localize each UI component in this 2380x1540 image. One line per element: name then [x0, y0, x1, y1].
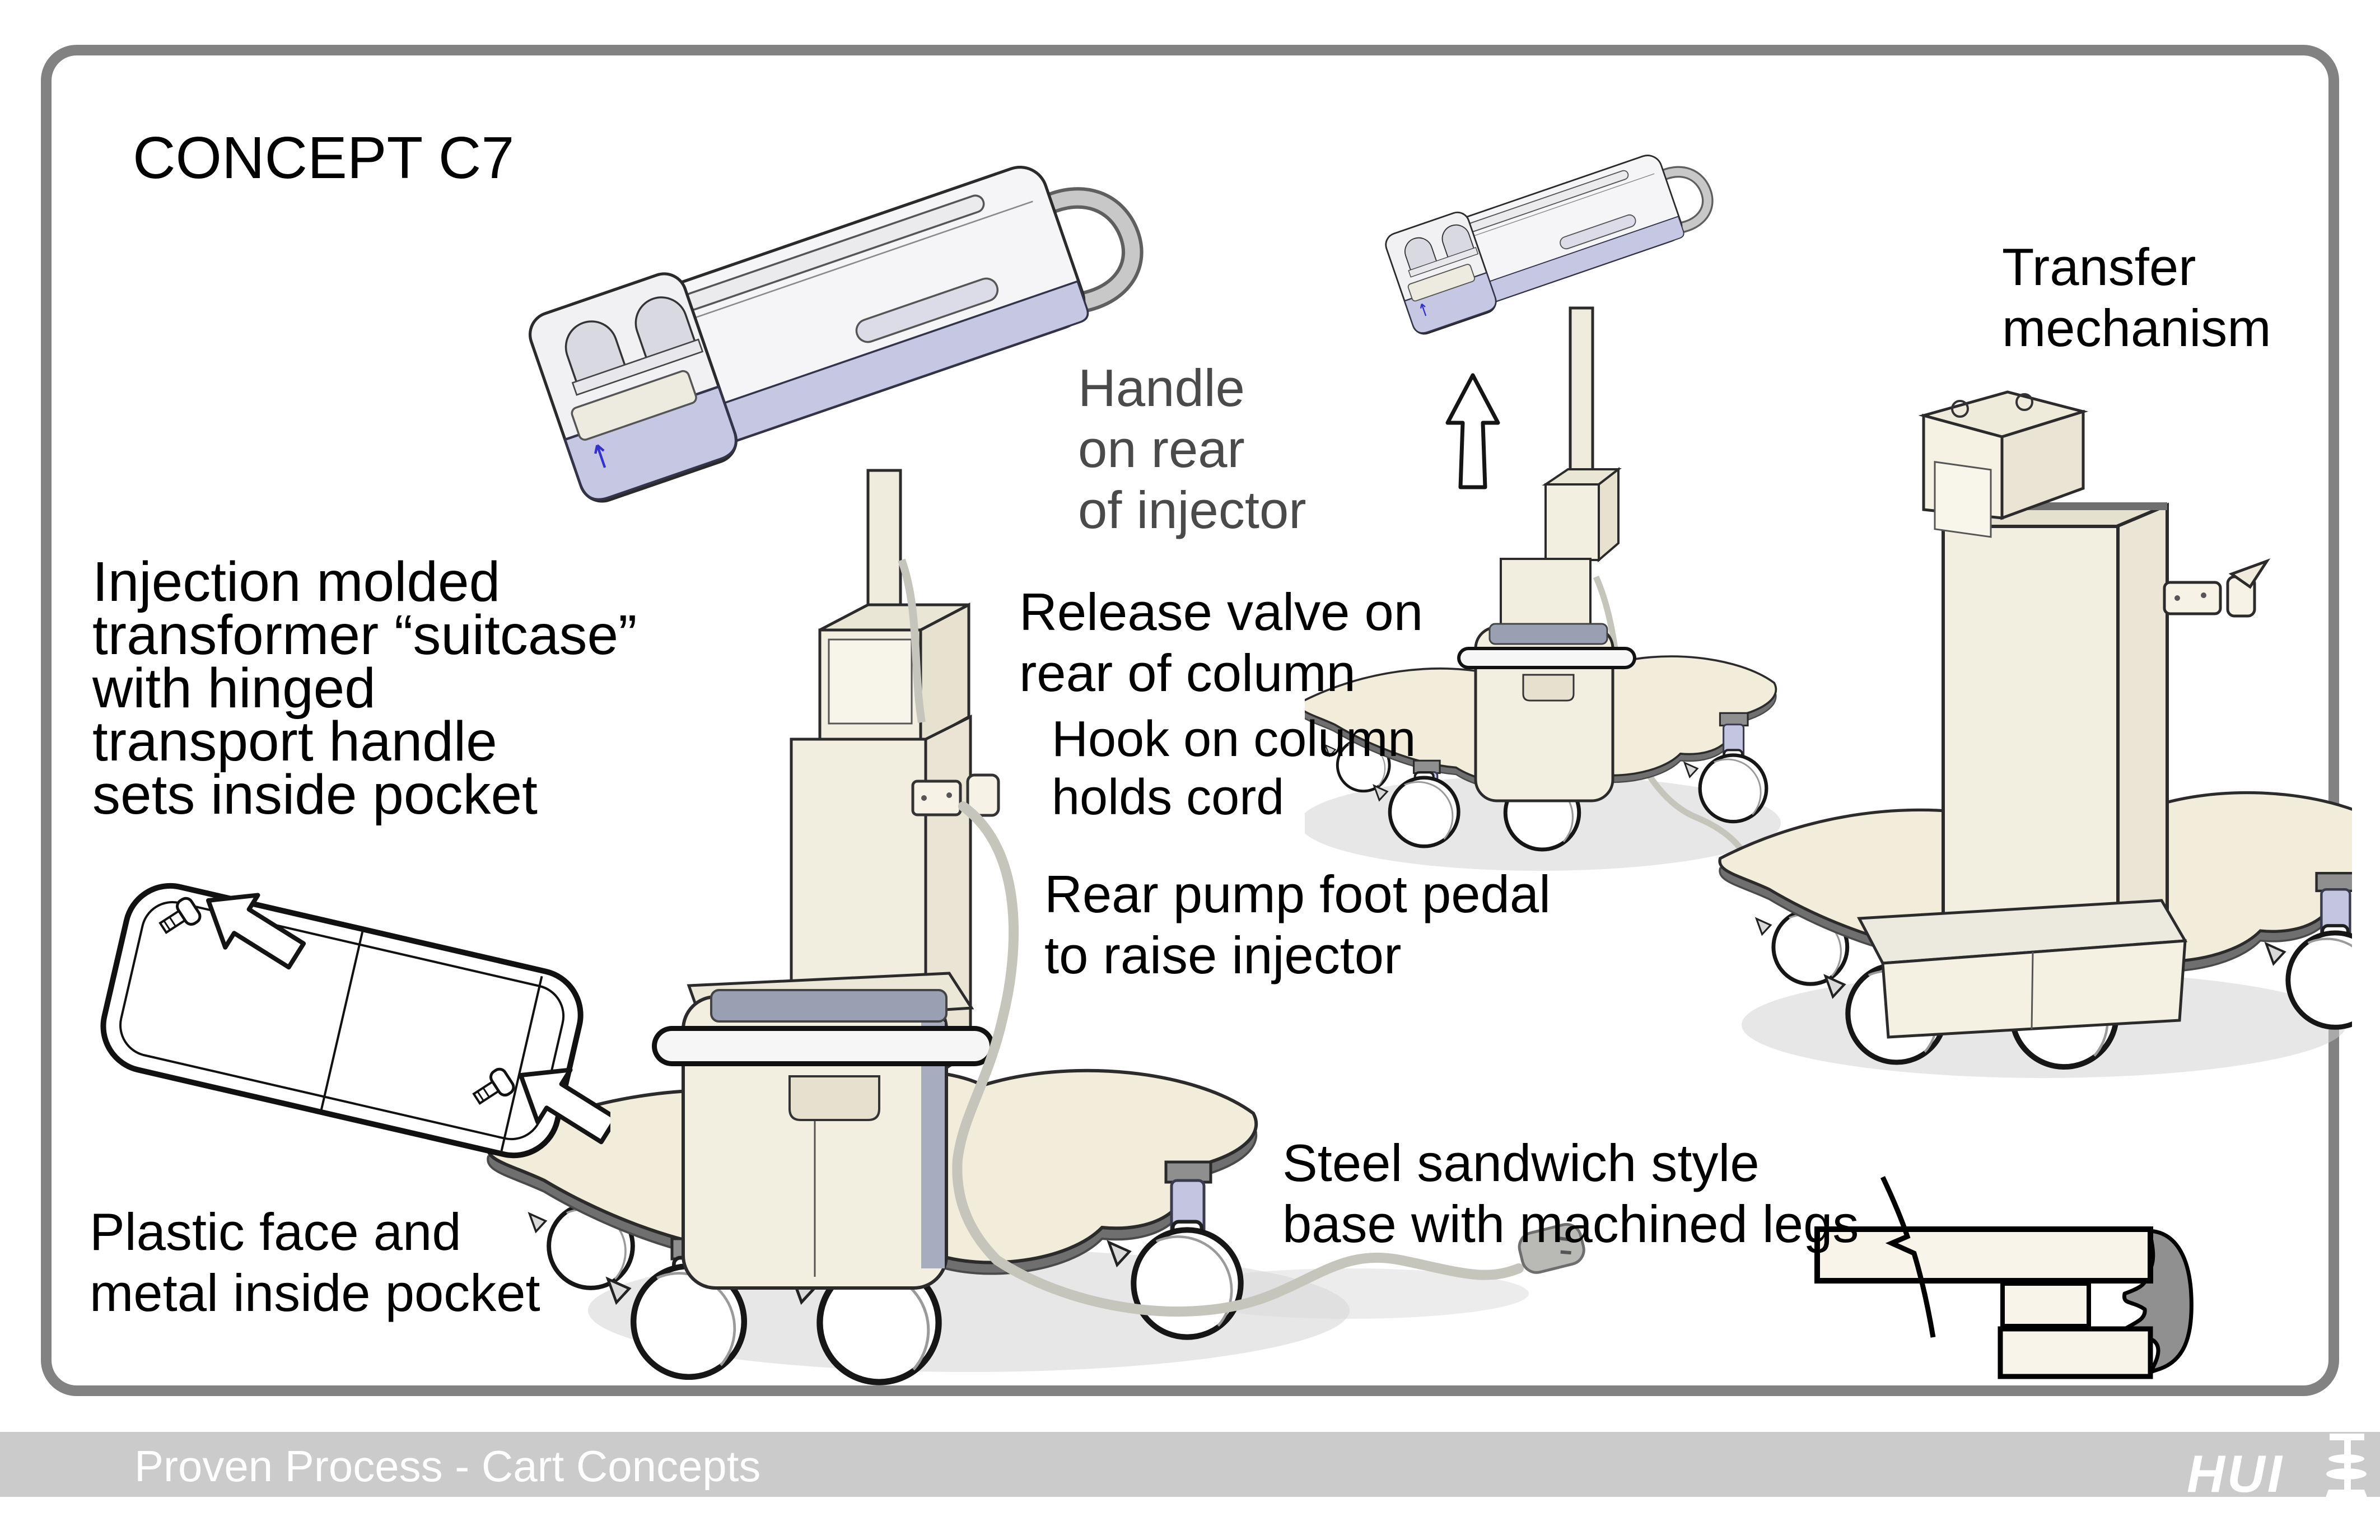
- annotation-handle: Handle on rear of injector: [1078, 358, 1306, 540]
- annotation-hook: Hook on column holds cord: [1052, 711, 1416, 826]
- annotation-suitcase: Injection molded transformer “suitcase” …: [92, 550, 637, 826]
- annotation-release-valve: Release valve on rear of column: [1019, 582, 1424, 703]
- transfer-cart-illustration: [1697, 390, 2352, 1078]
- up-arrow-icon: [1445, 373, 1500, 489]
- hui-cart-icon: [2325, 1434, 2368, 1506]
- grip-notch: [788, 1075, 880, 1121]
- bottom-steel-plate: [1998, 1326, 2153, 1379]
- slide-border: [41, 45, 2339, 1396]
- page-title: CONCEPT C7: [133, 125, 515, 191]
- base-tray-pocket: [1856, 899, 2188, 1039]
- handle-gray-insert: [1488, 623, 1608, 645]
- cart-column: [1942, 502, 2169, 955]
- main-cart-illustration: [476, 78, 1585, 1389]
- top-bin: [1918, 390, 2089, 538]
- annotation-steel-base: Steel sandwich style base with machined …: [1282, 1133, 1859, 1254]
- grip-notch: [1522, 674, 1575, 702]
- annotation-foot-pedal: Rear pump foot pedal to raise injector: [1044, 865, 1551, 985]
- pointer-arrow-icon: [519, 1067, 610, 1145]
- transformer-suitcase: [1457, 623, 1636, 802]
- top-steel-plate: [1814, 1226, 2153, 1284]
- annotation-transfer-mechanism: Transfer mechanism: [2002, 237, 2271, 358]
- footer-bar: [0, 1432, 2380, 1497]
- cord-hook: [911, 773, 1000, 817]
- upper-column: [1542, 466, 1622, 563]
- power-cord: [952, 801, 1524, 1317]
- cord-shadow: [1170, 1268, 1529, 1319]
- hui-logo: HUI: [2187, 1444, 2284, 1503]
- cord-hook: [2163, 558, 2271, 618]
- power-cord: [898, 558, 926, 724]
- handle-gray-insert: [710, 989, 948, 1023]
- transformer-suitcase: [652, 972, 995, 1290]
- screw: [472, 1067, 515, 1105]
- power-plug: [1518, 1222, 1585, 1274]
- annotation-plastic-face: Plastic face and metal inside pocket: [90, 1202, 540, 1323]
- pointer-arrow-icon: [206, 893, 306, 970]
- screw: [158, 897, 202, 934]
- pocket-detail-illustration: [100, 883, 610, 1159]
- footer-caption: Proven Process - Cart Concepts: [134, 1441, 761, 1491]
- base-section-illustration: [1814, 1176, 2194, 1379]
- lift-pole: [866, 469, 902, 623]
- raised-cart-illustration: [1305, 95, 1781, 875]
- pole-mount: [818, 602, 970, 746]
- pocket-panel: [100, 883, 584, 1159]
- lift-pole: [1569, 306, 1594, 483]
- break-line: [1880, 1176, 1936, 1338]
- machined-leg-spacer: [2000, 1281, 2091, 1328]
